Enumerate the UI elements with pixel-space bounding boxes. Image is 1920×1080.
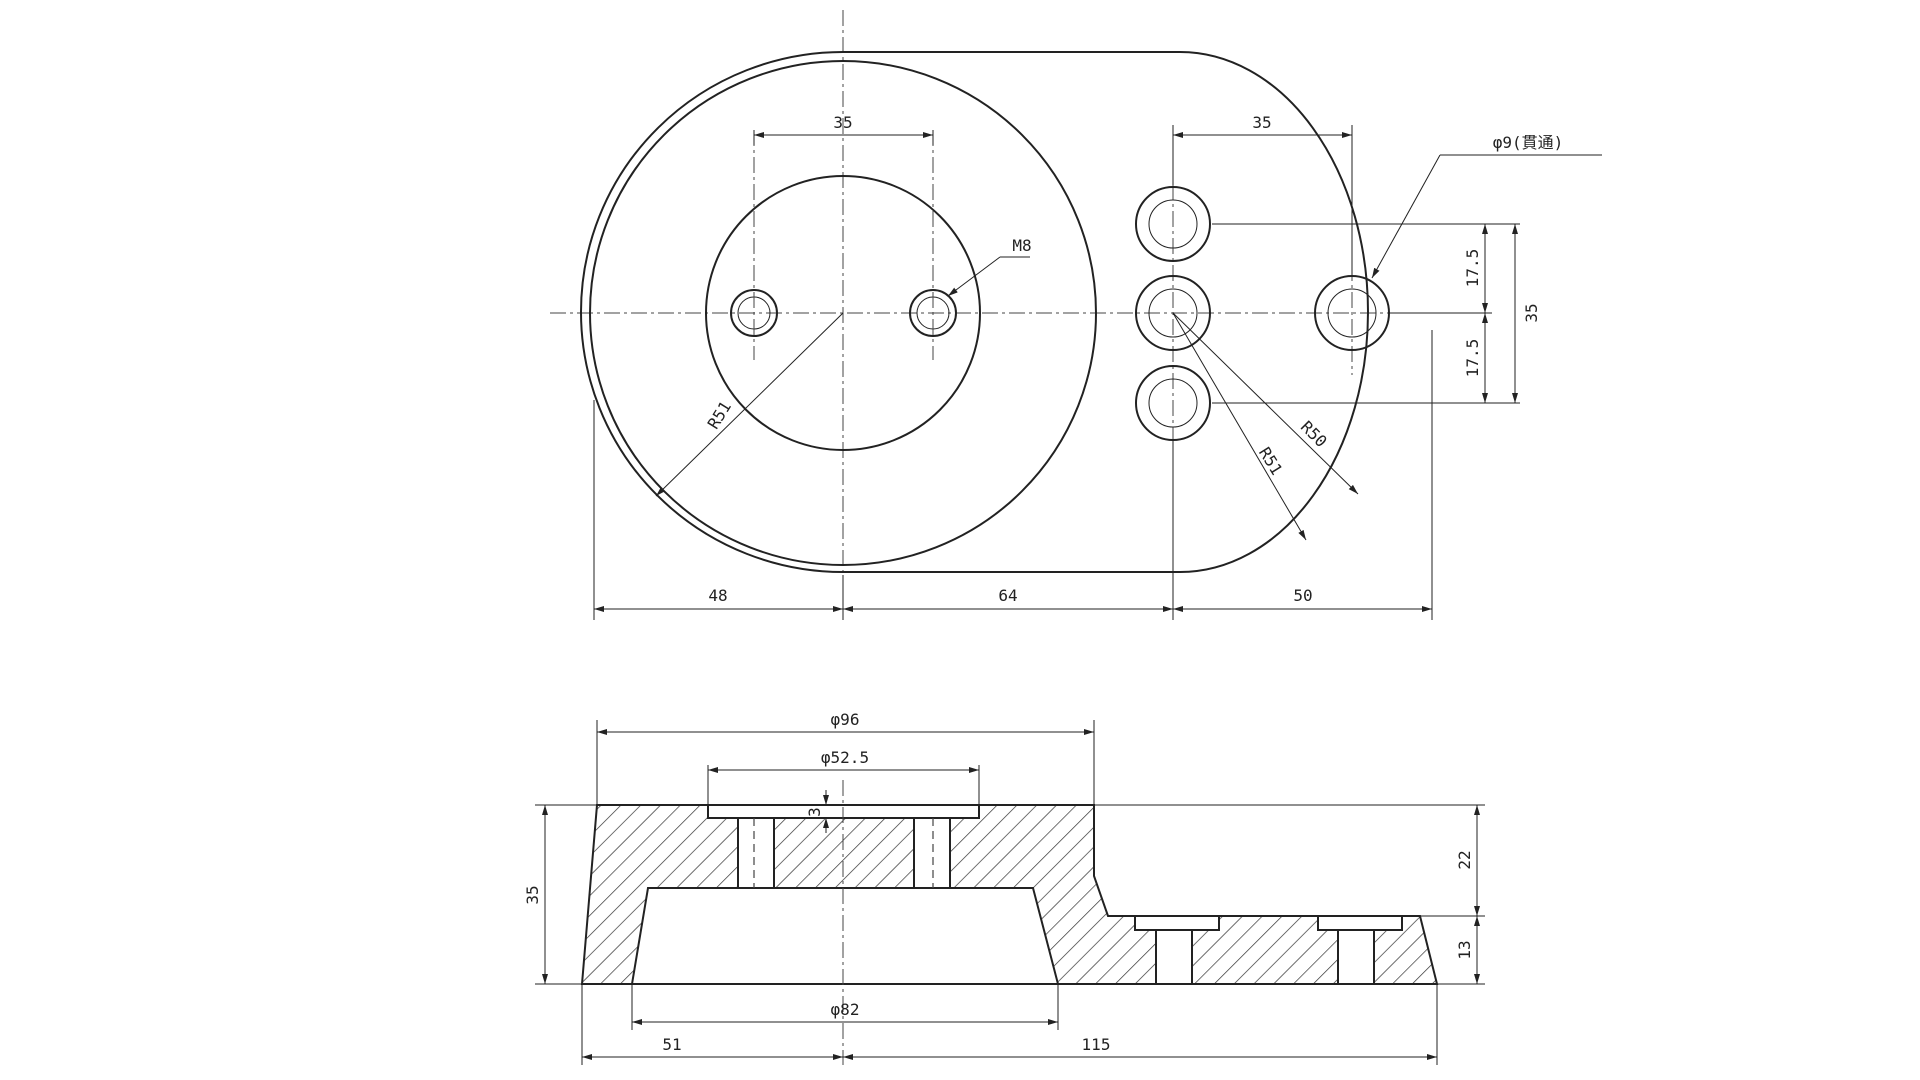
dim-r51-left: R51	[655, 312, 844, 497]
phi9-hole-right	[1314, 275, 1390, 351]
m8-hole-section-right	[913, 817, 951, 889]
dim-label-48: 48	[708, 586, 727, 605]
dim-label-r51-left: R51	[704, 398, 735, 433]
dim-label-51: 51	[662, 1035, 681, 1054]
dim-heights-right: 22 13	[1094, 804, 1485, 985]
dim-35-left: 35	[753, 113, 934, 145]
leader-phi9: φ9(貫通)	[1371, 133, 1602, 279]
dim-35-right: 35	[1172, 113, 1353, 275]
phi9-hole-section-right	[1337, 929, 1375, 985]
phi9-hole-middle	[1135, 275, 1211, 351]
phi9-counterbore-right	[1317, 915, 1403, 931]
phi9-counterbore-left	[1134, 915, 1220, 931]
dim-label-35-left: 35	[833, 113, 852, 132]
dim-label-35-vertical: 35	[1522, 303, 1541, 322]
dim-label-phi82: φ82	[831, 1000, 860, 1019]
dim-label-r51-right: R51	[1255, 444, 1286, 479]
dim-phi96: φ96	[596, 710, 1095, 805]
phi9-hole-section-left	[1155, 929, 1193, 985]
dim-label-64: 64	[998, 586, 1017, 605]
top-view: 35 35 M8 φ9(貫通) R51 R51	[550, 10, 1602, 620]
dim-label-115: 115	[1082, 1035, 1111, 1054]
section-view: φ96 φ52.5 3 35 φ82	[523, 710, 1485, 1065]
cavity-phi82	[630, 887, 1060, 985]
dim-label-m8: M8	[1012, 236, 1031, 255]
leader-m8: M8	[947, 236, 1032, 297]
m8-hole-section-left	[737, 817, 775, 889]
dim-label-17-5-top: 17.5	[1463, 249, 1482, 288]
dim-label-3: 3	[805, 807, 824, 817]
dim-label-phi96: φ96	[831, 710, 860, 729]
dim-label-17-5-bottom: 17.5	[1463, 339, 1482, 378]
dim-phi82: φ82	[631, 984, 1059, 1030]
dim-label-phi9: φ9(貫通)	[1493, 133, 1564, 152]
boss-circle	[589, 60, 1097, 566]
dim-label-35-height: 35	[523, 885, 542, 904]
dim-r51-right: R51	[1172, 312, 1307, 541]
counterbore-circle	[705, 175, 981, 451]
phi9-hole-top	[1135, 186, 1211, 262]
dim-label-35-right: 35	[1252, 113, 1271, 132]
outer-outline	[580, 51, 1369, 573]
dim-label-50: 50	[1293, 586, 1312, 605]
dim-label-r50: R50	[1297, 417, 1331, 451]
dim-label-13: 13	[1455, 940, 1474, 959]
dim-horizontal-bottom: 48 64 50	[593, 330, 1433, 620]
dim-height-35: 35	[523, 804, 597, 985]
dim-phi52-5: φ52.5	[707, 748, 980, 805]
dim-depth-3: 3	[805, 790, 829, 833]
dim-vertical-stack: 17.5 17.5 35	[1212, 223, 1541, 404]
dim-bottom: 51 115	[581, 984, 1438, 1065]
dim-label-22: 22	[1455, 850, 1474, 869]
dim-label-phi52-5: φ52.5	[821, 748, 869, 767]
